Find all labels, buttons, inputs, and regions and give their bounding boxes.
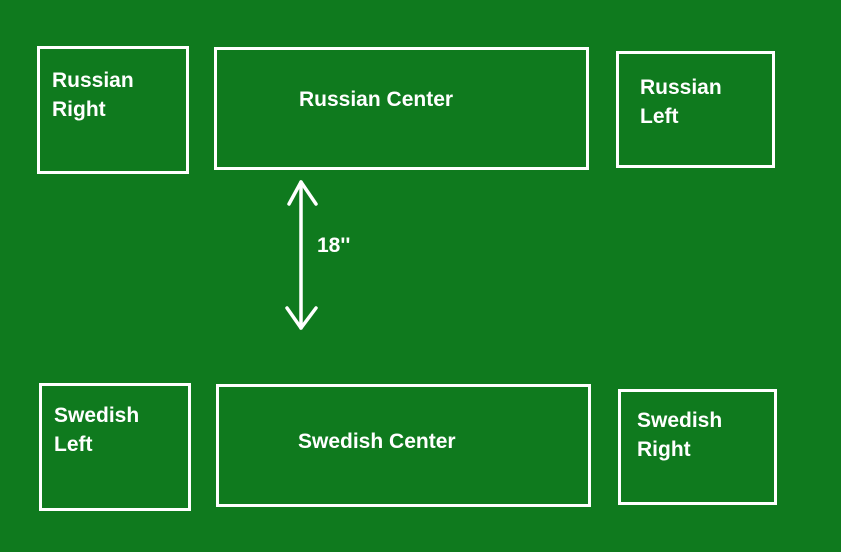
russian-right-line2: Right [52, 98, 106, 121]
swedish-right-label: Swedish Right [637, 406, 722, 464]
russian-center-label: Russian Center [299, 88, 454, 111]
distance-label: 18'' [317, 234, 351, 257]
swedish-right-line1: Swedish [637, 409, 723, 432]
swedish-right-line2: Right [637, 438, 691, 461]
russian-left-line2: Left [640, 105, 679, 128]
russian-left-line1: Russian [640, 76, 722, 99]
russian-right-box: Russian Right [37, 46, 189, 174]
swedish-center-box: Swedish Center [216, 384, 591, 507]
distance-arrow-icon [285, 180, 318, 330]
swedish-right-box: Swedish Right [618, 389, 777, 505]
swedish-center-label: Swedish Center [298, 430, 456, 453]
russian-left-label: Russian Left [640, 73, 722, 131]
swedish-left-box: Swedish Left [39, 383, 191, 511]
russian-right-line1: Russian [52, 69, 134, 92]
russian-left-box: Russian Left [616, 51, 775, 168]
swedish-left-line1: Swedish [54, 404, 140, 427]
swedish-left-line2: Left [54, 433, 93, 456]
swedish-left-label: Swedish Left [54, 401, 139, 459]
russian-center-box: Russian Center [214, 47, 589, 170]
russian-right-label: Russian Right [52, 66, 134, 124]
